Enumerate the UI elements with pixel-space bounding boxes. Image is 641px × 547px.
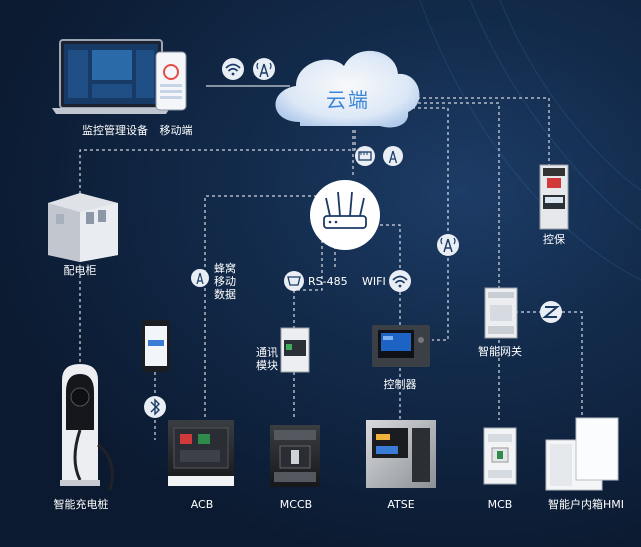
- acb-label: ACB: [190, 498, 214, 511]
- distribution-cabinet-icon: [48, 193, 118, 262]
- gateway-label: 智能网关: [478, 345, 522, 358]
- wifi-icon: [389, 270, 411, 292]
- switchgear-label: 配电柜: [63, 264, 97, 277]
- monitoring-laptop-icon: [52, 39, 170, 114]
- mobile-label: 移动端: [159, 124, 193, 137]
- cellular-tower-icon: [383, 146, 403, 166]
- hmi-label: 智能户内箱HMI: [547, 498, 625, 511]
- mcb-breaker-icon: [483, 427, 517, 485]
- router-icon: [310, 180, 380, 250]
- wifi-icon: [222, 58, 244, 80]
- communication-module-icon: [280, 327, 310, 373]
- rs485-label: RS-485: [308, 275, 348, 288]
- charger-label: 智能充电桩: [53, 498, 109, 511]
- cloud-icon: [275, 50, 420, 128]
- zigbee-icon: [540, 301, 562, 323]
- cloud-label: 云端: [326, 88, 370, 112]
- wifi-label: WIFI: [362, 275, 386, 288]
- mcb-label: MCB: [487, 498, 513, 511]
- smartphone-icon: [142, 320, 170, 372]
- monitor-label: 监控管理设备: [82, 124, 148, 137]
- serial-port-icon: [284, 271, 304, 291]
- mccb-label: MCCB: [279, 498, 313, 511]
- indoor-hmi-box-icon: [545, 417, 619, 491]
- controller-icon: [372, 325, 430, 367]
- ev-charger-icon: [60, 364, 114, 491]
- ethernet-port-icon: [355, 146, 375, 166]
- cellular-tower-icon: [437, 234, 459, 256]
- atse-label: ATSE: [387, 498, 415, 511]
- bluetooth-icon: [144, 396, 166, 418]
- acb-breaker-icon: [168, 420, 234, 486]
- smart-gateway-icon: [484, 287, 518, 339]
- mccb-breaker-icon: [270, 425, 320, 487]
- controller-label: 控制器: [383, 378, 417, 391]
- connection-lines: [79, 85, 583, 440]
- mobile-phone-icon: [155, 51, 187, 111]
- comm-module-label: 通讯 模块: [256, 346, 278, 372]
- cellular-tower-icon: [253, 58, 275, 80]
- atse-switch-icon: [366, 420, 436, 488]
- background-streaks: [419, 0, 641, 281]
- motor-protector-icon: [539, 164, 569, 230]
- cellular-label: 蜂窝 移动 数据: [214, 262, 236, 301]
- protector-label: 控保: [543, 233, 565, 246]
- cellular-tower-icon: [191, 269, 209, 287]
